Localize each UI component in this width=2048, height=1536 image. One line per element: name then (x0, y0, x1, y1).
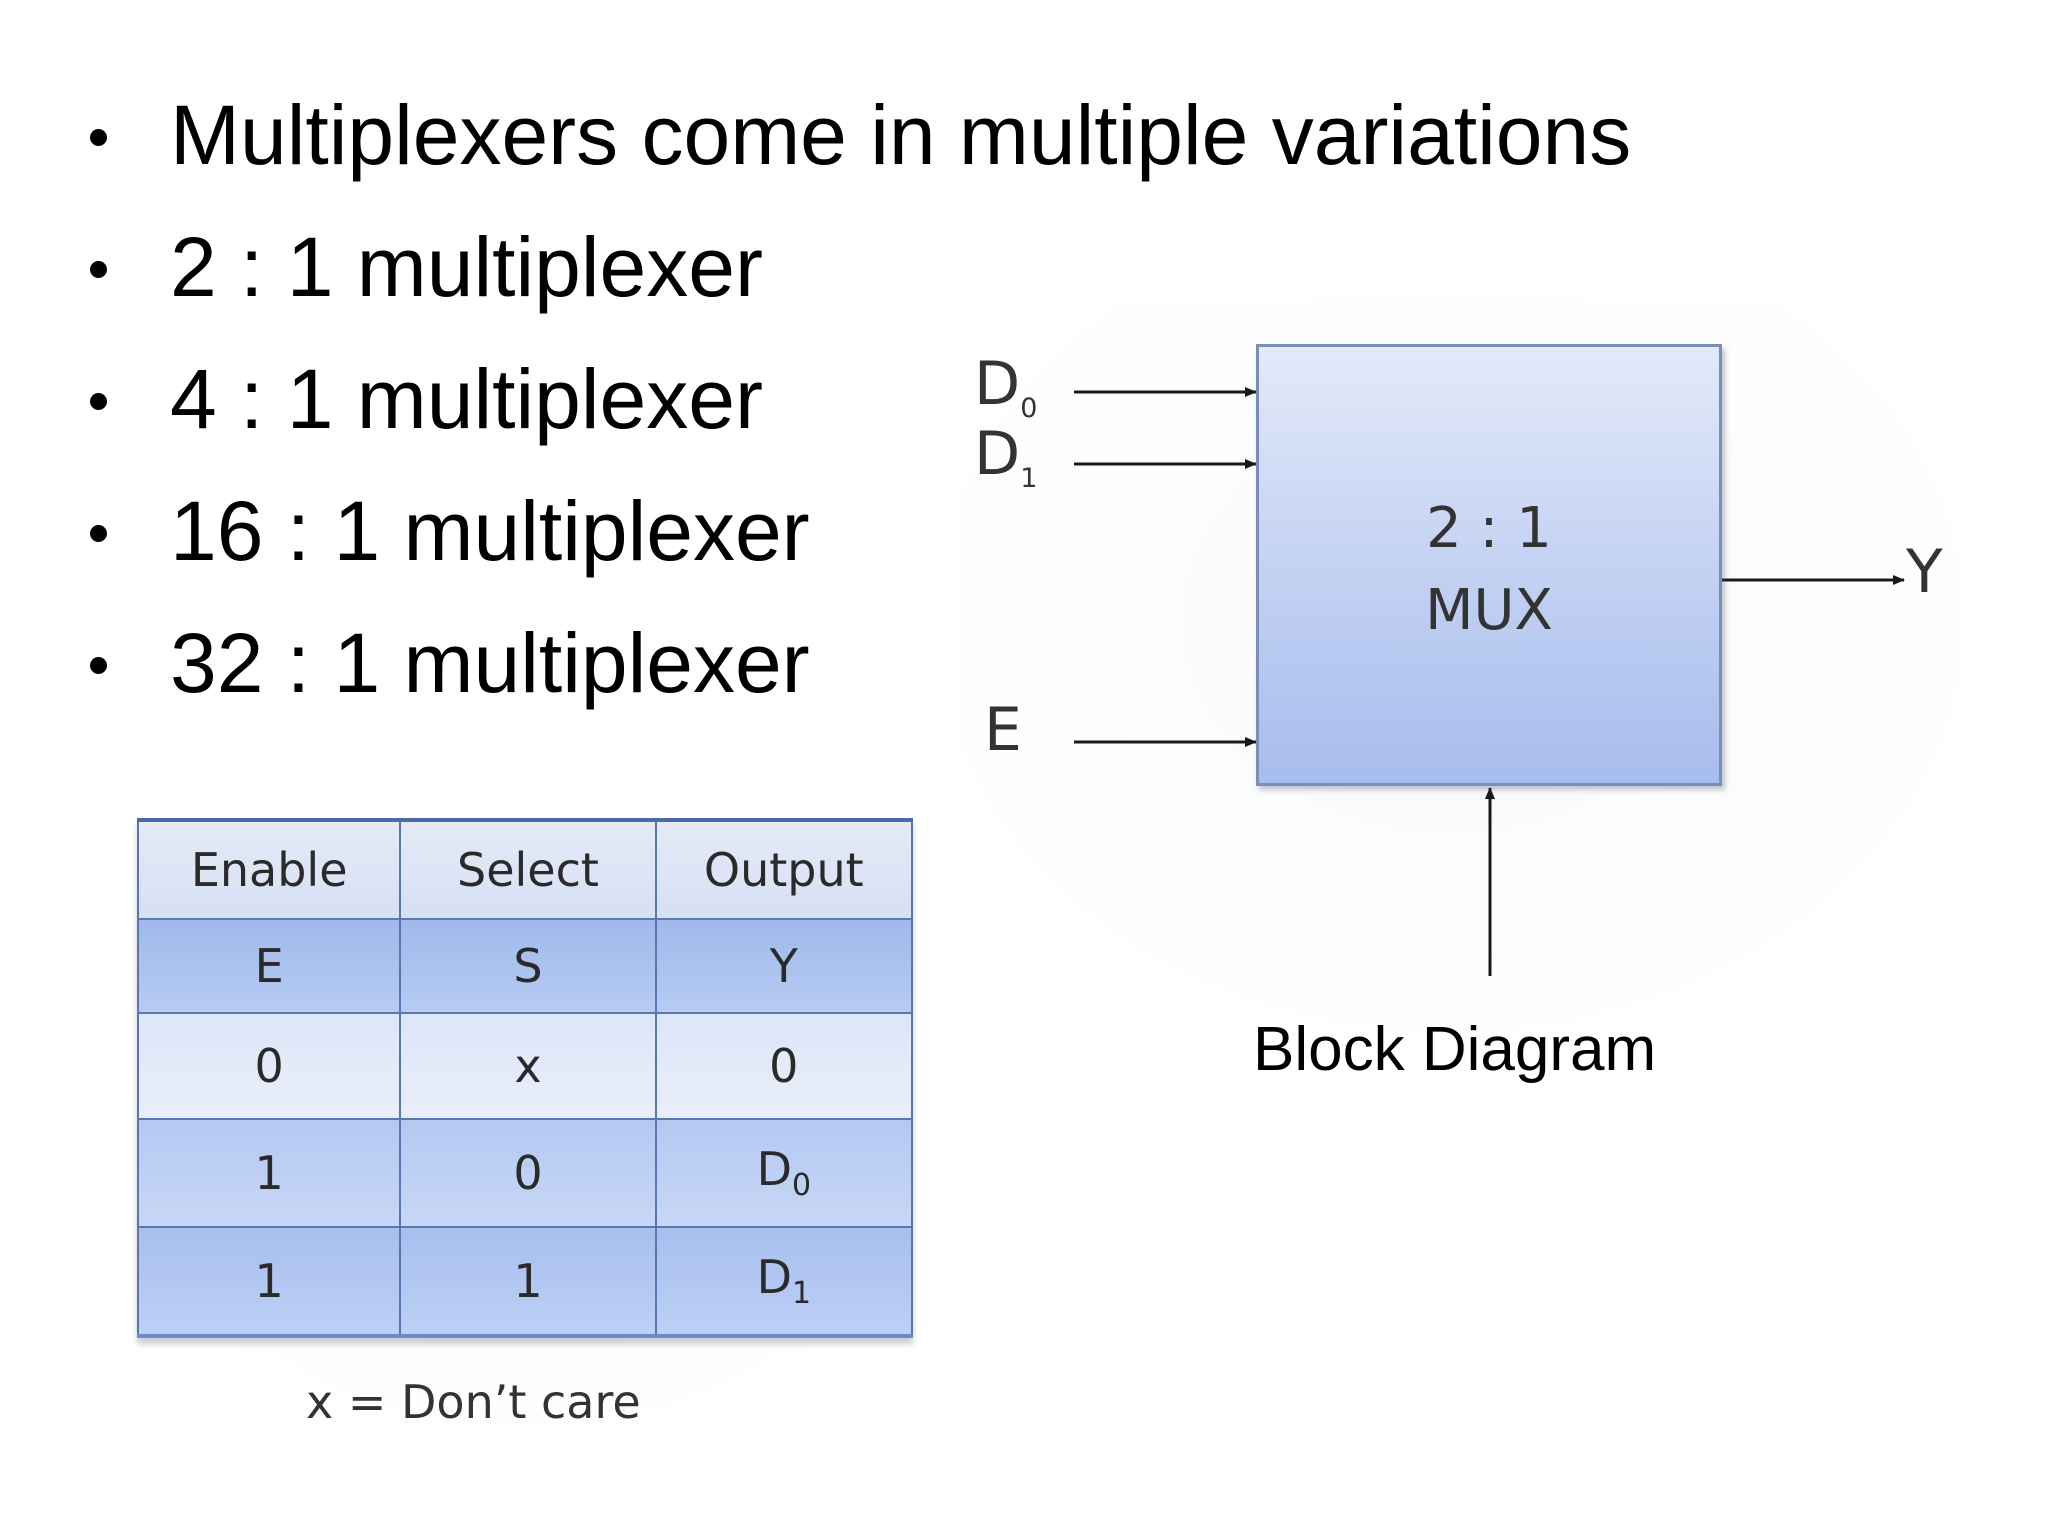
bullet-dot-icon (90, 128, 107, 146)
table-cell: 1 (136, 1118, 402, 1228)
header-enable: Enable (136, 818, 402, 920)
table-cell: 0 (399, 1118, 657, 1228)
table-cell: 1 (136, 1226, 402, 1338)
bullet-text: 4 : 1 multiplexer (170, 352, 763, 446)
table-row: 1 1 D1 (136, 1226, 914, 1338)
bullet-dot-icon (90, 392, 107, 410)
table-header-row: Enable Select Output (136, 818, 914, 920)
output-base: D (756, 1250, 792, 1305)
bullet-dot-icon (90, 524, 107, 542)
output-base: D (756, 1142, 792, 1197)
header-select: Select (399, 818, 657, 920)
bullet-text: 16 : 1 multiplexer (170, 484, 810, 578)
mux-ratio-label: 2 : 1 (1426, 496, 1552, 561)
bullet-item: 32 : 1 multiplexer (90, 608, 810, 718)
d0-base: D (974, 349, 1021, 419)
output-subscript: 0 (791, 1168, 812, 1204)
table-cell: 0 (654, 1012, 914, 1120)
d0-subscript: 0 (1020, 393, 1038, 424)
bullet-item: Multiplexers come in multiple variations (90, 80, 1631, 190)
table-cell: x (399, 1012, 657, 1120)
header-output: Output (654, 818, 914, 920)
d1-input-label: D1 (974, 424, 1037, 492)
bullet-item: 2 : 1 multiplexer (90, 212, 763, 322)
table-row: 0 x 0 (136, 1012, 914, 1120)
block-diagram-caption: Block Diagram (1253, 1015, 1657, 1084)
table-row: 1 0 D0 (136, 1118, 914, 1228)
d1-base: D (974, 419, 1021, 489)
table-cell: 0 (136, 1012, 402, 1120)
symbol-output: Y (654, 918, 914, 1014)
enable-input-label: E (984, 695, 1022, 765)
bullet-dot-icon (90, 656, 107, 674)
mux-name-label: MUX (1425, 578, 1553, 643)
mux-block: 2 : 1 MUX (1256, 344, 1722, 786)
table-symbol-row: E S Y (136, 918, 914, 1014)
symbol-enable: E (136, 918, 402, 1014)
symbol-select: S (399, 918, 657, 1014)
output-subscript: 1 (791, 1276, 812, 1312)
bullet-item: 4 : 1 multiplexer (90, 344, 763, 454)
table-footnote: x = Don’t care (306, 1375, 641, 1429)
table-cell: D1 (654, 1226, 914, 1338)
bullet-item: 16 : 1 multiplexer (90, 476, 810, 586)
bullet-text: Multiplexers come in multiple variations (170, 88, 1632, 182)
bullet-dot-icon (90, 260, 107, 278)
bullet-text: 32 : 1 multiplexer (170, 616, 810, 710)
table-cell: 1 (399, 1226, 657, 1338)
output-label: Y (1906, 537, 1943, 607)
truth-table: Enable Select Output E S Y 0 x 0 1 0 D 0 … (136, 818, 914, 1338)
table-cell: D0 (654, 1118, 914, 1228)
d1-subscript: 1 (1020, 463, 1038, 494)
d0-input-label: D0 (974, 354, 1037, 422)
bullet-text: 2 : 1 multiplexer (170, 220, 763, 314)
